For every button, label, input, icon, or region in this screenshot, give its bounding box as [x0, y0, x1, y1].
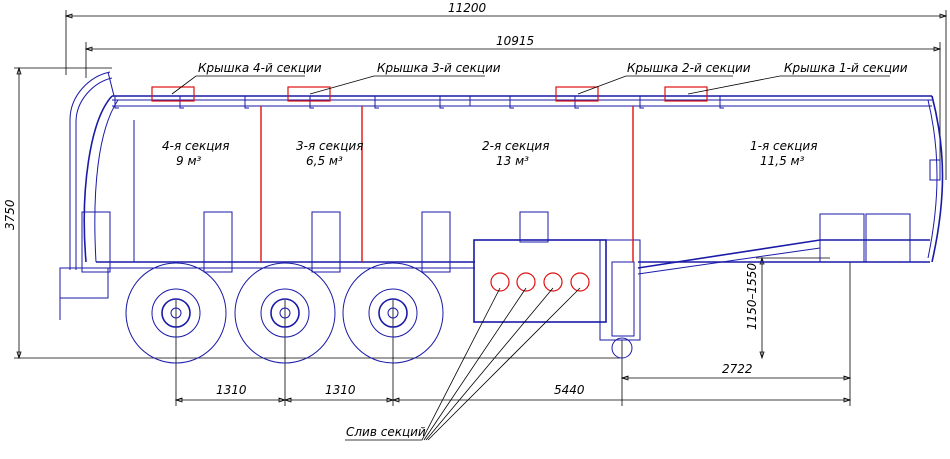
dim-axle-spacing-1: 1310	[216, 383, 247, 397]
section-name-1: 1-я секция	[750, 139, 817, 153]
drain-box	[473, 239, 607, 323]
wheel-3	[342, 262, 444, 364]
section-volume-2: 13 м³	[496, 154, 529, 168]
section-volume-3: 6,5 м³	[306, 154, 343, 168]
frame-brackets	[81, 120, 911, 341]
section-volume-1: 11,5 м³	[760, 154, 805, 168]
section-name-2: 2-я секция	[482, 139, 549, 153]
dim-axle-spacing-2: 1310	[325, 383, 356, 397]
section-name-3: 3-я секция	[296, 139, 363, 153]
lid-label-4: Крышка 4-й секции	[198, 61, 322, 75]
section-volume-4: 9 м³	[176, 154, 202, 168]
lid-label-1: Крышка 1-й секции	[784, 61, 908, 75]
wheel-2	[234, 262, 336, 364]
lid-label-3: Крышка 3-й секции	[377, 61, 501, 75]
landing-gear	[611, 261, 635, 359]
dimension-labels: 11200 10915 3750 1150–1550 1310 1310 544…	[3, 1, 759, 397]
dim-kingpin-to-front: 2722	[722, 362, 753, 376]
dim-tank-length: 10915	[496, 34, 534, 48]
section-name-4: 4-я секция	[162, 139, 229, 153]
tank-body	[59, 71, 944, 320]
manholes	[114, 96, 724, 109]
lid-labels: Крышка 4-й секции Крышка 3-й секции Крыш…	[198, 61, 908, 75]
wheel-1	[125, 262, 227, 364]
dim-axle-to-kingpin: 5440	[554, 383, 585, 397]
dim-overall-length: 11200	[448, 1, 487, 15]
dimension-lines	[14, 10, 948, 406]
lid-label-2: Крышка 2-й секции	[627, 61, 751, 75]
section-partitions	[260, 106, 634, 262]
wheels	[125, 262, 444, 364]
dim-height: 3750	[3, 199, 17, 230]
drain-label: Слив секций	[346, 425, 426, 439]
drain-leaders	[345, 287, 581, 441]
section-labels: 4-я секция 9 м³ 3-я секция 6,5 м³ 2-я се…	[162, 139, 817, 168]
lid-markers	[151, 86, 708, 102]
lid-leaders	[171, 75, 890, 95]
dim-fifth-wheel-height: 1150–1550	[745, 263, 759, 330]
